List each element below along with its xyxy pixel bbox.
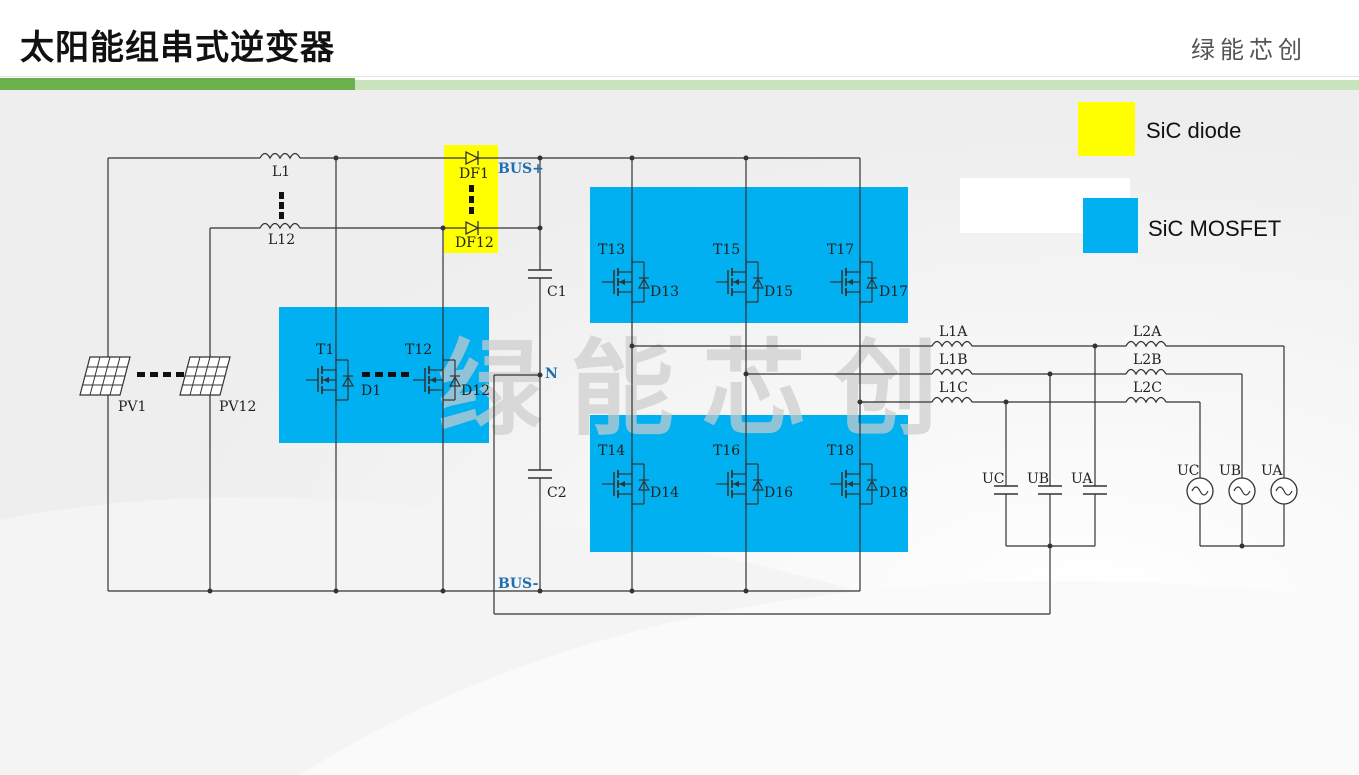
ac-source-UA [1270, 477, 1298, 505]
label-L2C: L2C [1133, 380, 1162, 396]
wires [107, 157, 1285, 615]
label-L12: L12 [268, 232, 295, 248]
capacitor-UB [1037, 485, 1063, 495]
ac-source-UB [1228, 477, 1256, 505]
inductor-L2A [1125, 340, 1167, 347]
diode-DF1 [462, 150, 482, 166]
ac-source-UC [1186, 477, 1214, 505]
label-cap-UC: UC [982, 471, 1005, 487]
page-title: 太阳能组串式逆变器 [20, 28, 335, 68]
label-L1A: L1A [939, 324, 968, 340]
label-T1: T1 [316, 342, 334, 358]
capacitor-UC [993, 485, 1019, 495]
label-D16: D16 [764, 485, 793, 501]
label-L2B: L2B [1133, 352, 1162, 368]
label-PV12: PV12 [219, 399, 256, 415]
label-C2: C2 [547, 485, 567, 501]
label-D1: D1 [361, 383, 381, 399]
pv-panel-PV1 [79, 356, 131, 396]
legend-sic-diode-swatch [1078, 102, 1135, 156]
label-T17: T17 [827, 242, 854, 258]
label-C1: C1 [547, 284, 567, 300]
junction-dots [207, 155, 1245, 594]
label-L1B: L1B [939, 352, 968, 368]
label-T18: T18 [827, 443, 854, 459]
label-src-UC: UC [1177, 463, 1200, 479]
label-neutral: N [545, 366, 558, 382]
legend-sic-mosfet-label: SiC MOSFET [1148, 216, 1282, 241]
label-D15: D15 [764, 284, 793, 300]
label-src-UB: UB [1219, 463, 1241, 479]
inductor-L2C [1125, 396, 1167, 403]
label-T15: T15 [713, 242, 740, 258]
ellipsis-dots [137, 185, 474, 377]
label-D12: D12 [461, 383, 490, 399]
label-bus-minus: BUS- [498, 576, 539, 592]
header-accent-bar [0, 78, 355, 90]
diode-DF12 [462, 220, 482, 236]
label-L1C: L1C [939, 380, 968, 396]
label-D14: D14 [650, 485, 679, 501]
header-divider [0, 76, 1359, 77]
label-cap-UA: UA [1071, 471, 1093, 487]
mosfet-region-boost [279, 307, 489, 443]
capacitor-C1 [527, 269, 553, 279]
mosfet-region-upper [590, 187, 908, 323]
capacitor-UA [1082, 485, 1108, 495]
label-cap-UB: UB [1027, 471, 1049, 487]
legend-sic-mosfet-swatch [1083, 198, 1138, 253]
header-light-bar [355, 80, 1359, 90]
inductor-L1 [259, 152, 301, 159]
label-D17: D17 [879, 284, 908, 300]
label-T16: T16 [713, 443, 740, 459]
legend-sic-diode-label: SiC diode [1146, 118, 1242, 143]
label-T13: T13 [598, 242, 625, 258]
label-L1: L1 [272, 164, 290, 180]
label-PV1: PV1 [118, 399, 146, 415]
pv-panel-PV12 [179, 356, 231, 396]
capacitor-C2 [527, 469, 553, 479]
label-DF12: DF12 [455, 235, 494, 251]
label-bus-plus: BUS+ [498, 161, 544, 177]
label-D13: D13 [650, 284, 679, 300]
inductor-L2B [1125, 368, 1167, 375]
label-T12: T12 [405, 342, 432, 358]
label-T14: T14 [598, 443, 625, 459]
label-src-UA: UA [1261, 463, 1283, 479]
label-DF1: DF1 [459, 166, 489, 182]
label-D18: D18 [879, 485, 908, 501]
watermark-text: 绿能芯创 [438, 328, 966, 450]
inductor-L12 [259, 222, 301, 229]
brand-logo-text: 绿能芯创 [1191, 36, 1307, 64]
label-L2A: L2A [1133, 324, 1162, 340]
